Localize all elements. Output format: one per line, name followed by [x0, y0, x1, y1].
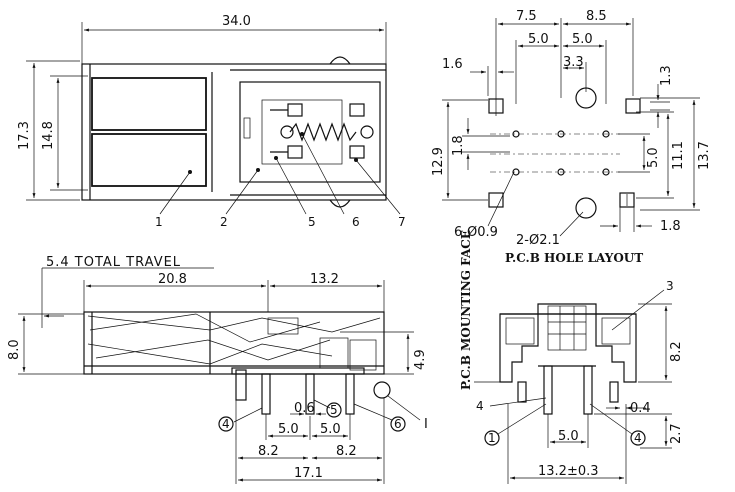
pin-label-4-circle: 4	[634, 431, 642, 445]
pin-label-1: 1	[488, 431, 496, 445]
dim-inner-height: 14.8	[41, 121, 56, 150]
dim-5-0-b: 5.0	[572, 32, 593, 47]
top-view: 34.0 17.3 14.8	[17, 14, 406, 229]
hole-layout-title: P.C.B HOLE LAYOUT	[505, 251, 643, 265]
part-label-2: 2	[220, 215, 228, 229]
dim-8-2-b: 8.2	[336, 444, 357, 459]
dim-5-0-b: 5.0	[320, 422, 341, 437]
part-label-3: 3	[666, 279, 674, 293]
hole-small-label: 6-Ø0.9	[454, 225, 498, 240]
dim-17-1: 17.1	[294, 466, 323, 481]
dim-12-9: 12.9	[431, 147, 446, 176]
dim-1-6: 1.6	[442, 57, 463, 72]
dim-5-0-v: 5.0	[646, 147, 661, 168]
dim-8-0: 8.0	[7, 339, 22, 360]
dim-5-0-a: 5.0	[278, 422, 299, 437]
dim-overall-width: 34.0	[222, 14, 251, 29]
dim-overall-height: 17.3	[17, 121, 32, 150]
end-view: P.C.B MOUNTING FACE 3 4 1 4	[459, 230, 684, 484]
dim-7-5: 7.5	[516, 9, 537, 24]
part-label-7: 7	[398, 215, 406, 229]
mounting-face-label: P.C.B MOUNTING FACE	[459, 230, 473, 390]
dim-5-0: 5.0	[558, 429, 579, 444]
part-label-1: 1	[155, 215, 163, 229]
dim-0-6: 0.6	[294, 401, 315, 416]
dim-2-7: 2.7	[669, 423, 684, 444]
pin-label-5: 5	[330, 403, 338, 417]
dim-1-8-v: 1.8	[451, 135, 466, 156]
hole-layout-view: 7.5 8.5 5.0 5.0 3.3 1.6 1.3 12.9 1.8	[431, 9, 712, 265]
dim-0-4: 0.4	[630, 401, 651, 416]
dim-1-8-h: 1.8	[660, 219, 681, 234]
dim-8-5: 8.5	[586, 9, 607, 24]
dim-13-7: 13.7	[697, 141, 712, 170]
dim-1-3: 1.3	[659, 65, 674, 86]
hole-large-label: 2-Ø2.1	[516, 233, 560, 248]
travel-label: 5.4 TOTAL TRAVEL	[46, 255, 181, 270]
dim-8-2-a: 8.2	[258, 444, 279, 459]
pin-label-4: 4	[222, 417, 230, 431]
dim-13-2-tol: 13.2±0.3	[538, 464, 599, 479]
part-label-6: 6	[352, 215, 360, 229]
dim-13-2: 13.2	[310, 272, 339, 287]
dim-3-3: 3.3	[563, 55, 584, 70]
detail-label: I	[424, 417, 428, 432]
hole-grid	[512, 130, 610, 176]
dim-5-0-a: 5.0	[528, 32, 549, 47]
part-label-5: 5	[308, 215, 316, 229]
part-label-4: 4	[476, 399, 484, 413]
side-view: 5.4 TOTAL TRAVEL 20.8 13.2 8.0 4.9	[7, 255, 428, 484]
dim-20-8: 20.8	[158, 272, 187, 287]
dim-11-1: 11.1	[671, 141, 686, 170]
dim-4-9: 4.9	[413, 349, 428, 370]
dim-8-2: 8.2	[669, 341, 684, 362]
pin-label-6: 6	[394, 417, 402, 431]
